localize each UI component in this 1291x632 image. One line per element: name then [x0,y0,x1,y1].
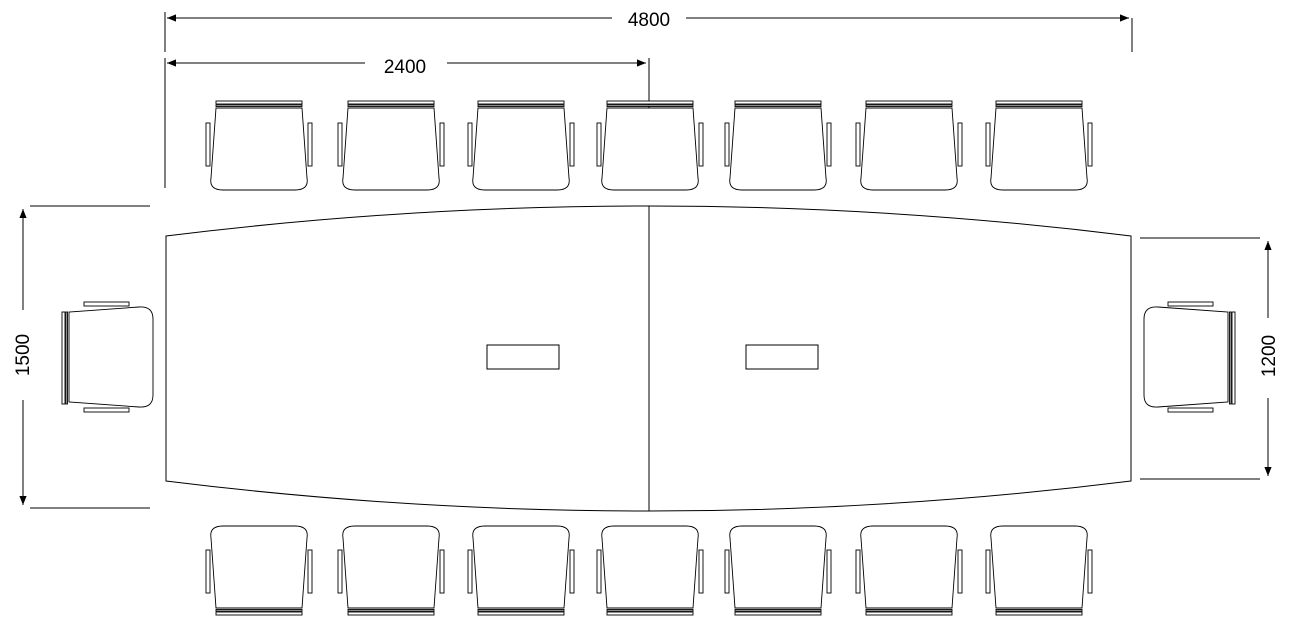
chair [467,100,575,191]
chair-right-end [1143,301,1236,413]
chair [337,525,445,616]
chair [985,525,1093,616]
dimension-label-1200: 1200 [1259,335,1280,377]
cable-port-left [486,344,560,370]
chair [724,100,832,191]
chairs-bottom-row [205,525,1093,616]
chair [985,100,1093,191]
cable-port-right [745,344,819,370]
chairs-top-row [205,100,1093,191]
chair [596,525,704,616]
chair [337,100,445,191]
dimension-width-middle: 1500 [13,205,150,509]
dimension-label-2400: 2400 [384,57,426,78]
chair [855,525,963,616]
chair [205,525,313,616]
chair-left-end [61,301,154,413]
chair [855,100,963,191]
chair [724,525,832,616]
dimension-label-1500: 1500 [13,334,34,376]
chair [596,100,704,191]
chair [467,525,575,616]
dimension-overall-length: 4800 [164,10,1133,52]
conference-table [165,205,1132,512]
dimension-width-ends: 1200 [1140,237,1280,480]
table-outline [165,205,1132,512]
chair [205,100,313,191]
dimension-label-4800: 4800 [628,10,670,31]
